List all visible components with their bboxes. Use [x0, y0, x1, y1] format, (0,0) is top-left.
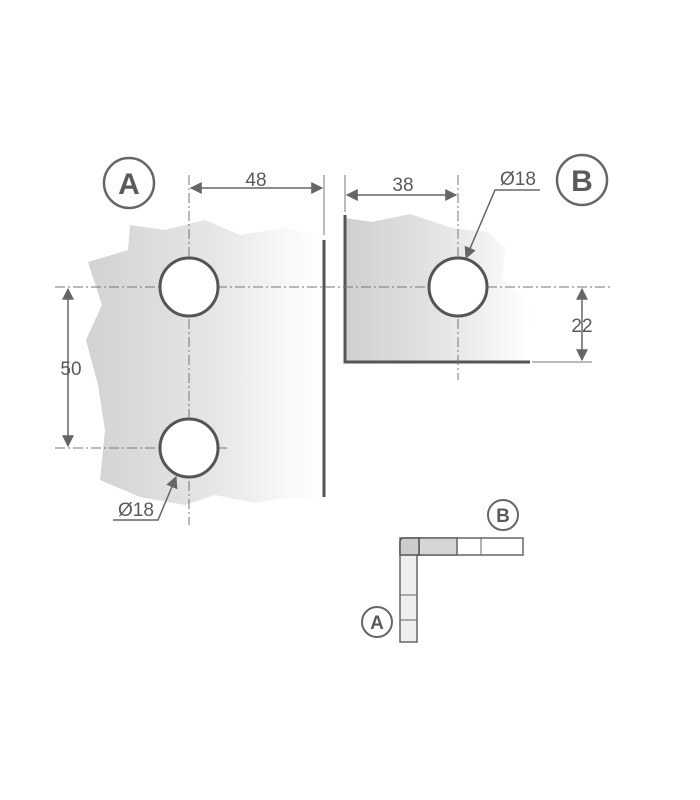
inset-badge-a-text: A [370, 613, 384, 634]
hole-a-top [158, 256, 220, 318]
panel-b-frame [343, 215, 530, 364]
hole-a-bottom [158, 417, 220, 479]
dia-a-label: Ø18 [118, 500, 154, 521]
dim-a-width-label: 48 [245, 170, 266, 191]
panel-a [86, 220, 318, 505]
diameter-leaders [113, 189, 540, 521]
badge-a-text: A [118, 168, 140, 201]
inset-badge-b: B [487, 499, 519, 531]
dim-b-width-label: 38 [392, 175, 413, 196]
badge-a: A [102, 156, 156, 210]
hole-b [427, 256, 489, 318]
badge-b-text: B [571, 165, 593, 198]
inset-corner-view [399, 537, 524, 643]
dim-a-spacing-label: 50 [60, 359, 81, 380]
dimension-arrows [62, 182, 588, 448]
extension-lines [323, 175, 592, 363]
inset-badge-b-text: B [496, 506, 510, 527]
dim-b-height-label: 22 [571, 316, 592, 337]
dia-b-label: Ø18 [500, 169, 536, 190]
inset-badge-a: A [361, 606, 393, 638]
badge-b: B [555, 153, 609, 207]
